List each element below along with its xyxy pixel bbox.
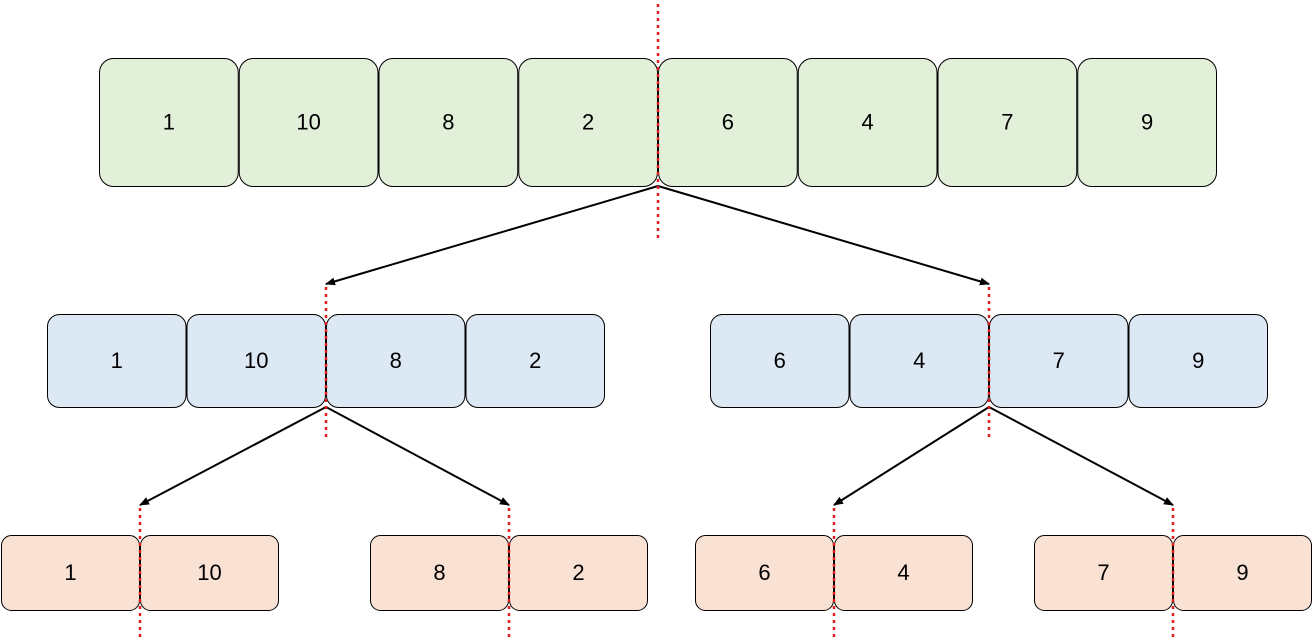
split-arrow: [657, 185, 990, 286]
array-cell: [99, 58, 239, 187]
cell-value: 2: [572, 560, 584, 585]
cell-value: 10: [244, 348, 268, 373]
cell-value: 4: [897, 560, 909, 585]
level-0-array-1: 1 10 8 2 6 4 7 9: [99, 58, 1217, 187]
array-cell: [710, 314, 850, 408]
cell-value: 2: [582, 110, 594, 135]
cell-value: 7: [1053, 348, 1065, 373]
cell-value: 6: [722, 110, 734, 135]
cell-value: 9: [1141, 110, 1153, 135]
split-arrow: [139, 406, 327, 506]
cell-value: 8: [390, 348, 402, 373]
cell-value: 6: [758, 560, 770, 585]
array-cell: [378, 58, 519, 187]
cell-value: 10: [296, 110, 320, 135]
cell-value: 8: [433, 560, 445, 585]
split-lines-layer: [138, 4, 1175, 638]
split-arrow: [833, 406, 990, 506]
array-cell: [1077, 58, 1217, 187]
split-arrow: [325, 185, 659, 286]
cell-value: 4: [913, 348, 925, 373]
array-cell: [47, 314, 187, 408]
array-cell: [186, 314, 326, 408]
level-1-array-1: 1 10 8 2: [47, 314, 605, 408]
array-cell: [518, 58, 658, 187]
cell-value: 9: [1192, 348, 1204, 373]
cell-value: 2: [529, 348, 541, 373]
cell-value: 6: [774, 348, 786, 373]
split-arrow: [988, 406, 1174, 506]
cell-value: 1: [163, 110, 175, 135]
array-cell: [937, 58, 1078, 187]
cell-value: 9: [1236, 560, 1248, 585]
cell-value: 7: [1097, 560, 1109, 585]
cell-value: 1: [64, 560, 76, 585]
cell-value: 10: [197, 560, 221, 585]
array-cell: [658, 58, 798, 187]
array-cell: [326, 314, 466, 408]
array-cell: [989, 314, 1129, 408]
arrows-layer: [139, 185, 1174, 506]
array-cell: [465, 314, 605, 408]
array-cell: [1128, 314, 1268, 408]
array-cell: [238, 58, 379, 187]
level-2-array-1: 1 10: [1, 535, 279, 611]
level-1-array-2: 6 4 7 9: [710, 314, 1268, 408]
cell-value: 4: [862, 110, 874, 135]
cell-value: 7: [1001, 110, 1013, 135]
array-cell: [849, 314, 989, 408]
cell-value: 1: [111, 348, 123, 373]
split-arrow: [325, 406, 510, 506]
cell-value: 8: [442, 110, 454, 135]
array-cell: [797, 58, 938, 187]
